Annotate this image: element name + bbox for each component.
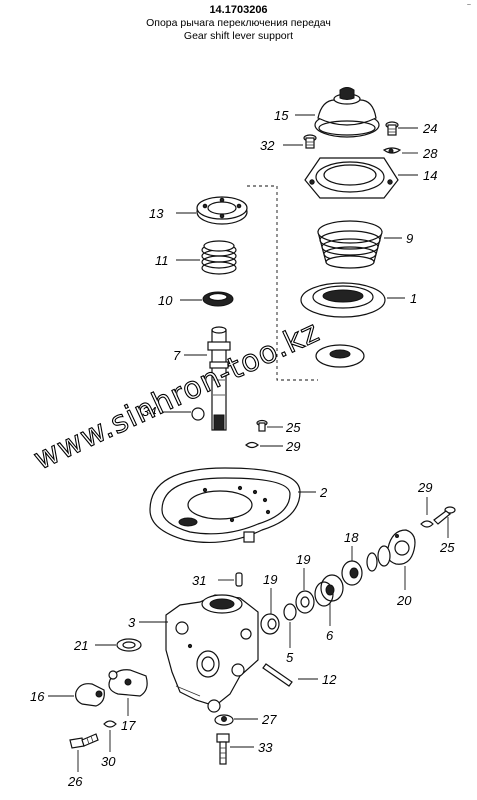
label-14: 14 <box>423 168 437 183</box>
label-34: 34 <box>142 404 156 419</box>
part-lower-disk <box>315 344 365 368</box>
label-7: 7 <box>173 348 181 363</box>
part-2-base-plate <box>149 467 301 544</box>
part-32-screw <box>303 134 317 149</box>
label-26: 26 <box>67 774 83 789</box>
label-9: 9 <box>406 231 413 246</box>
label-25-right: 25 <box>439 540 455 555</box>
label-6: 6 <box>326 628 334 643</box>
part-18-bushing <box>341 560 363 586</box>
label-30: 30 <box>101 754 116 769</box>
part-25-screw-upper <box>256 419 268 432</box>
label-25-upper: 25 <box>285 420 301 435</box>
part-ring-right <box>366 545 391 572</box>
label-13: 13 <box>149 206 164 221</box>
part-31-pin <box>235 572 243 587</box>
title-english: Gear shift lever support <box>183 30 294 42</box>
label-31: 31 <box>192 573 206 588</box>
label-17: 17 <box>121 718 136 733</box>
label-5: 5 <box>286 650 294 665</box>
label-11: 11 <box>155 253 169 268</box>
label-29-upper: 29 <box>285 439 300 454</box>
part-10-ring <box>202 291 234 307</box>
part-18b-washer <box>295 590 315 614</box>
callout-labels: 15 24 32 28 14 13 9 11 10 1 7 34 25 29 2… <box>30 108 455 789</box>
part-34-ball <box>191 407 205 421</box>
diagram-header: 14.1703206 Опора рычага переключения пер… <box>0 4 477 43</box>
part-33-bolt <box>216 733 230 765</box>
label-19: 19 <box>296 552 310 567</box>
label-21: 21 <box>73 638 88 653</box>
part-24-screw <box>385 121 399 136</box>
label-29-right: 29 <box>417 480 432 495</box>
label-32: 32 <box>260 138 275 153</box>
part-17-bracket <box>108 669 148 697</box>
label-10: 10 <box>158 293 173 308</box>
label-20: 20 <box>396 593 412 608</box>
label-15: 15 <box>274 108 289 123</box>
part-25-screw-right <box>433 506 456 525</box>
label-18: 18 <box>344 530 359 545</box>
part-19-seal <box>260 613 280 635</box>
part-12-pin <box>262 663 293 687</box>
label-28: 28 <box>422 146 438 161</box>
part-7-shaft <box>207 326 231 431</box>
label-19b: 19 <box>263 572 277 587</box>
watermark: www.sinhron-too.kz <box>29 314 326 477</box>
title-russian: Опора рычага переключения передач <box>146 17 331 29</box>
part-26-bolt <box>69 733 99 749</box>
part-27-nut <box>214 714 234 726</box>
label-12: 12 <box>322 672 337 687</box>
part-6-bushing <box>314 574 344 607</box>
part-30-clip <box>103 720 117 728</box>
part-29-clip-right <box>420 520 434 528</box>
part-13-bearing-plate <box>196 196 248 225</box>
part-1-seat <box>300 282 386 318</box>
part-5-ring <box>283 603 297 621</box>
label-16: 16 <box>30 689 45 704</box>
part-15-boot-cap <box>314 87 380 138</box>
part-21-washer <box>116 638 142 652</box>
label-33: 33 <box>258 740 273 755</box>
part-16-cap <box>75 683 105 707</box>
part-code: 14.1703206 <box>209 4 268 16</box>
part-11-spring <box>201 240 237 275</box>
label-1: 1 <box>410 291 417 306</box>
part-9-bellows <box>317 220 383 269</box>
corner-mark: ~ <box>466 2 471 9</box>
leader-lines <box>48 114 449 772</box>
label-24: 24 <box>422 121 437 136</box>
part-29-clip-upper <box>245 441 259 449</box>
label-27: 27 <box>261 712 277 727</box>
label-2: 2 <box>319 485 328 500</box>
part-3-housing <box>165 594 259 713</box>
part-28-clip <box>382 147 402 154</box>
label-3: 3 <box>128 615 136 630</box>
part-20-cover <box>386 529 416 565</box>
part-14-flange <box>304 157 399 199</box>
